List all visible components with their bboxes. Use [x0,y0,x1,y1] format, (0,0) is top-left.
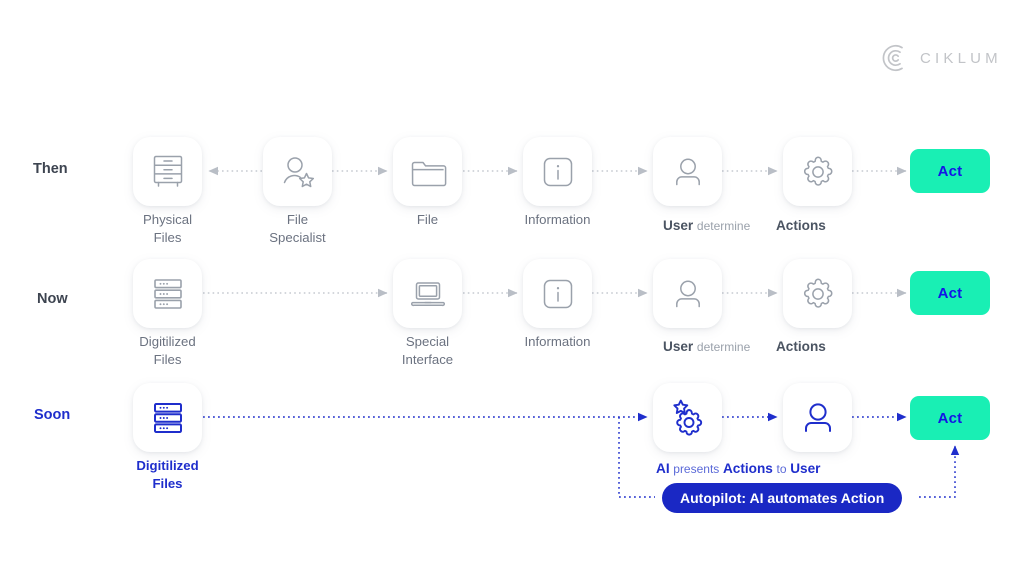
folder-icon [409,156,447,188]
node-card [653,259,722,328]
laptop-icon [408,277,448,311]
phrase-user-determine-actions-now: User determine Actions [663,338,826,356]
act-button-soon[interactable]: Act [910,396,990,440]
phrase-word-presents: presents [673,462,720,476]
info-square-icon [540,276,576,312]
node-actions-now[interactable] [783,259,852,328]
gear-icon [799,153,837,191]
node-card [133,259,202,328]
node-information-now[interactable]: Information [523,259,592,349]
node-card [783,383,852,452]
node-card [523,137,592,206]
phrase-ai-presents-actions-to-user: AI presents Actions to User [656,460,820,478]
node-caption: File Specialist [269,212,326,245]
node-card [133,383,202,452]
phrase-word-user: User [663,339,694,354]
row-label-then: Then [33,161,68,177]
node-file[interactable]: File [393,137,462,227]
node-card [653,137,722,206]
phrase-word-user: User [663,218,694,233]
node-caption: File [416,212,439,227]
node-card [263,137,332,206]
brand-name: CIKLUM [920,49,1002,67]
user-icon [671,155,705,189]
node-special-interface[interactable]: Special Interface [393,259,462,367]
node-caption: Information [524,334,591,349]
node-user-then[interactable] [653,137,722,206]
phrase-word-determine: determine [696,219,751,233]
filing-cabinet-icon [150,153,186,191]
node-digitilized-files-now[interactable]: Digitilized Files [133,259,202,367]
autopilot-pill[interactable]: Autopilot: AI automates Action [662,483,903,513]
act-button-now[interactable]: Act [910,271,990,315]
info-square-icon [540,154,576,190]
row-label-now: Now [37,291,68,307]
phrase-word-actions: Actions [722,461,773,476]
user-icon [671,277,705,311]
phrase-word-ai: AI [656,461,670,476]
ai-gear-star-icon [667,397,709,439]
node-card [133,137,202,206]
phrase-user-determine-actions-then: User determine Actions [663,217,826,235]
node-card [783,137,852,206]
row-label-soon: Soon [34,407,71,423]
phrase-word-determine: determine [696,340,751,354]
node-ai-soon[interactable] [653,383,722,452]
user-star-icon [279,154,317,190]
node-user-now[interactable] [653,259,722,328]
act-button-then[interactable]: Act [910,149,990,193]
node-actions-then[interactable] [783,137,852,206]
node-user-soon[interactable] [783,383,852,452]
phrase-word-actions: Actions [775,218,826,233]
phrase-word-to: to [776,462,787,476]
node-caption: Digitilized Files [139,334,196,367]
node-caption: Special Interface [401,334,454,367]
ciklum-c-mark-icon [878,43,908,73]
server-stack-icon [150,275,186,313]
brand-logo: CIKLUM [878,43,1002,73]
phrase-word-user: User [790,461,821,476]
node-physical-files[interactable]: Physical Files [133,137,202,245]
node-caption: Physical Files [142,212,193,245]
phrase-word-actions: Actions [775,339,826,354]
node-card [783,259,852,328]
node-card [523,259,592,328]
server-stack-icon [150,399,186,437]
node-file-specialist[interactable]: File Specialist [263,137,332,245]
node-card [653,383,722,452]
node-information-then[interactable]: Information [523,137,592,227]
node-card [393,137,462,206]
node-digitilized-files-soon[interactable]: Digitilized Files [133,383,202,491]
user-icon [800,400,836,436]
node-caption: Digitilized Files [136,458,199,491]
node-caption: Information [524,212,591,227]
gear-icon [799,275,837,313]
node-card [393,259,462,328]
